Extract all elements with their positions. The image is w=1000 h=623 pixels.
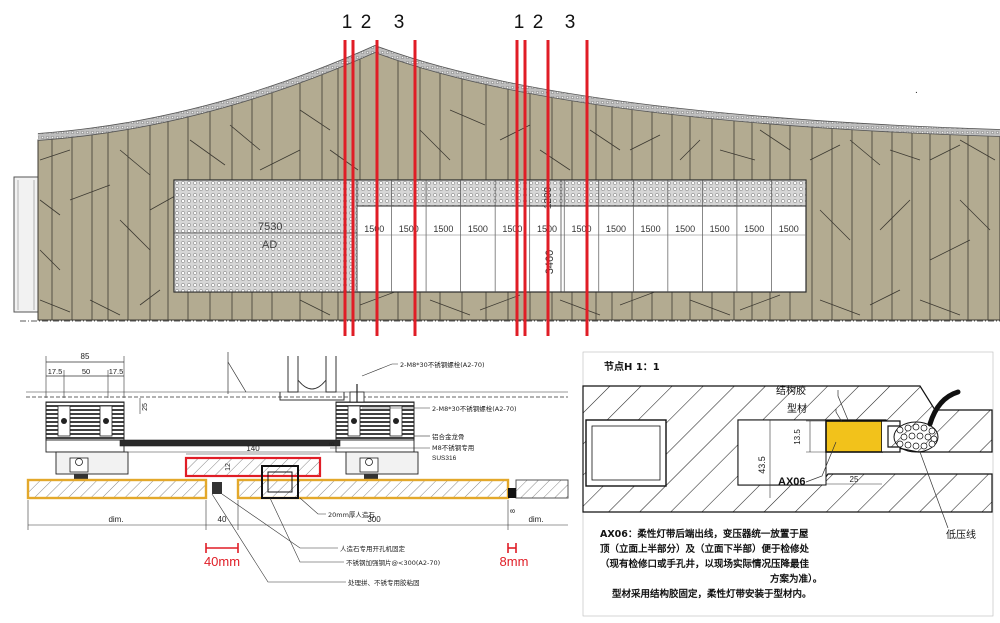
dim-25-node: 25	[850, 475, 859, 484]
callout-glue-fix: 处理拼、不锈专用胶粘固	[348, 578, 420, 587]
bay-dim-label: 1500	[433, 224, 453, 234]
dim-3460: 3460	[544, 250, 556, 274]
right-bracket	[335, 384, 419, 480]
bay-dim-label: 1500	[710, 224, 730, 234]
bay-dim-label: 1500	[468, 224, 488, 234]
marker-label-1b: 1	[514, 12, 525, 33]
stone-slab-right	[236, 478, 510, 500]
dim-40: 40	[218, 515, 227, 524]
dim-7530: 7530	[258, 221, 282, 233]
note-line-4: 方案为准）。	[770, 573, 822, 585]
red-dim-40mm: 40mm	[204, 543, 240, 569]
label-low-voltage-wire: 低压线	[946, 528, 976, 541]
svg-text:.: .	[915, 85, 918, 96]
marker-label-2a: 2	[361, 12, 372, 33]
bay-dim-label: 1500	[675, 224, 695, 234]
marker-label-2b: 2	[533, 12, 544, 33]
callout-bolt-1: 2-M8*30不锈钢螺栓(A2-70)	[400, 360, 485, 369]
dim-13-5: 13.5	[793, 429, 802, 445]
callout-m8: M8不锈钢专用	[432, 443, 474, 452]
note-line-2: 顶（立面上半部分）及（立面下半部）便于检修处	[600, 543, 810, 555]
callout-bolt-2: 2-M8*30不锈钢螺栓(A2-70)	[432, 404, 517, 413]
marker-label-3a: 3	[394, 12, 405, 33]
bay-dim-label: 1500	[571, 224, 591, 234]
section-detail: 85 17.5 50 17.5 25	[26, 352, 569, 587]
label-profile: 型材	[787, 402, 807, 415]
note-line-1: AX06：柔性灯带后端出线，变压器统一放置于屋	[600, 528, 809, 540]
concrete-section	[582, 385, 993, 513]
label-ax06: AX06	[778, 476, 806, 488]
stone-slab-left	[26, 478, 208, 500]
note-line-3: （现有检修口或手孔井，以现场实际情况压降最佳	[600, 558, 810, 570]
callout-aluminum-keel: 铝合金龙骨	[432, 432, 465, 441]
dim-8-bottom: 8	[510, 509, 517, 513]
marker-label-3b: 3	[565, 12, 576, 33]
led-profile	[825, 420, 883, 453]
callout-drill-fix: 人造石专用开孔机固定	[340, 544, 406, 553]
left-bracket	[45, 401, 129, 480]
dim-dim-left: dim.	[108, 515, 123, 524]
steel-plate-highlight	[184, 456, 322, 478]
dim-50: 50	[82, 367, 90, 376]
top-perforated-strip	[356, 179, 807, 207]
roof-trim	[37, 45, 1000, 141]
dim-140: 140	[246, 444, 260, 453]
callout-steel-plate: 不锈钢加强钢片@<300(A2-70)	[346, 558, 440, 567]
section-markers: 1 2 3 1 2 3	[342, 12, 589, 336]
bay-dim-label: 1500	[641, 224, 661, 234]
svg-text:8mm: 8mm	[500, 554, 529, 569]
dim-17-5-left: 17.5	[48, 367, 63, 376]
callout-stone-20mm: 20mm厚人造石	[328, 510, 375, 519]
steel-tube	[585, 419, 667, 487]
bay-dim-label: 1500	[364, 224, 384, 234]
bay-dim-label: 1500	[779, 224, 799, 234]
side-door	[13, 176, 39, 313]
led-cable-icon	[893, 389, 961, 453]
dim-8-top: 8	[329, 442, 336, 446]
dim-300: 300	[367, 515, 381, 524]
left-perforated-panel	[173, 179, 358, 293]
dim-dim-right: dim.	[528, 515, 543, 524]
elevation-view: 1500 1500 1500 1500 1500 1500 1500 1500 1500 1500…	[13, 12, 1000, 336]
red-dim-8mm: 8mm	[500, 543, 529, 569]
dim-43-5: 43.5	[757, 456, 767, 474]
bay-dim-label: 1500	[744, 224, 764, 234]
stone-slab-far	[515, 479, 569, 499]
dim-25: 25	[142, 403, 149, 411]
marker-label-1a: 1	[342, 12, 353, 33]
note-line-5: 型材采用结构胶固定，柔性灯带安装于型材内。	[612, 588, 812, 600]
dim-85: 85	[81, 352, 90, 361]
node-title: 节点H 1：1	[604, 360, 660, 373]
svg-text:40mm: 40mm	[204, 554, 240, 569]
dim-17-5-right: 17.5	[109, 367, 124, 376]
bay-dim-label: 1500	[502, 224, 522, 234]
node-detail: 节点H 1：1 13.5 43.5 25 结构胶 型材 AX06	[582, 351, 994, 617]
bay-dim-label: 1500	[606, 224, 626, 234]
label-structural-glue: 结构胶	[776, 384, 806, 397]
dim-ad: AD	[262, 239, 277, 251]
bay-dim-label: 1500	[399, 224, 419, 234]
callout-sus316: SUS316	[432, 455, 457, 462]
